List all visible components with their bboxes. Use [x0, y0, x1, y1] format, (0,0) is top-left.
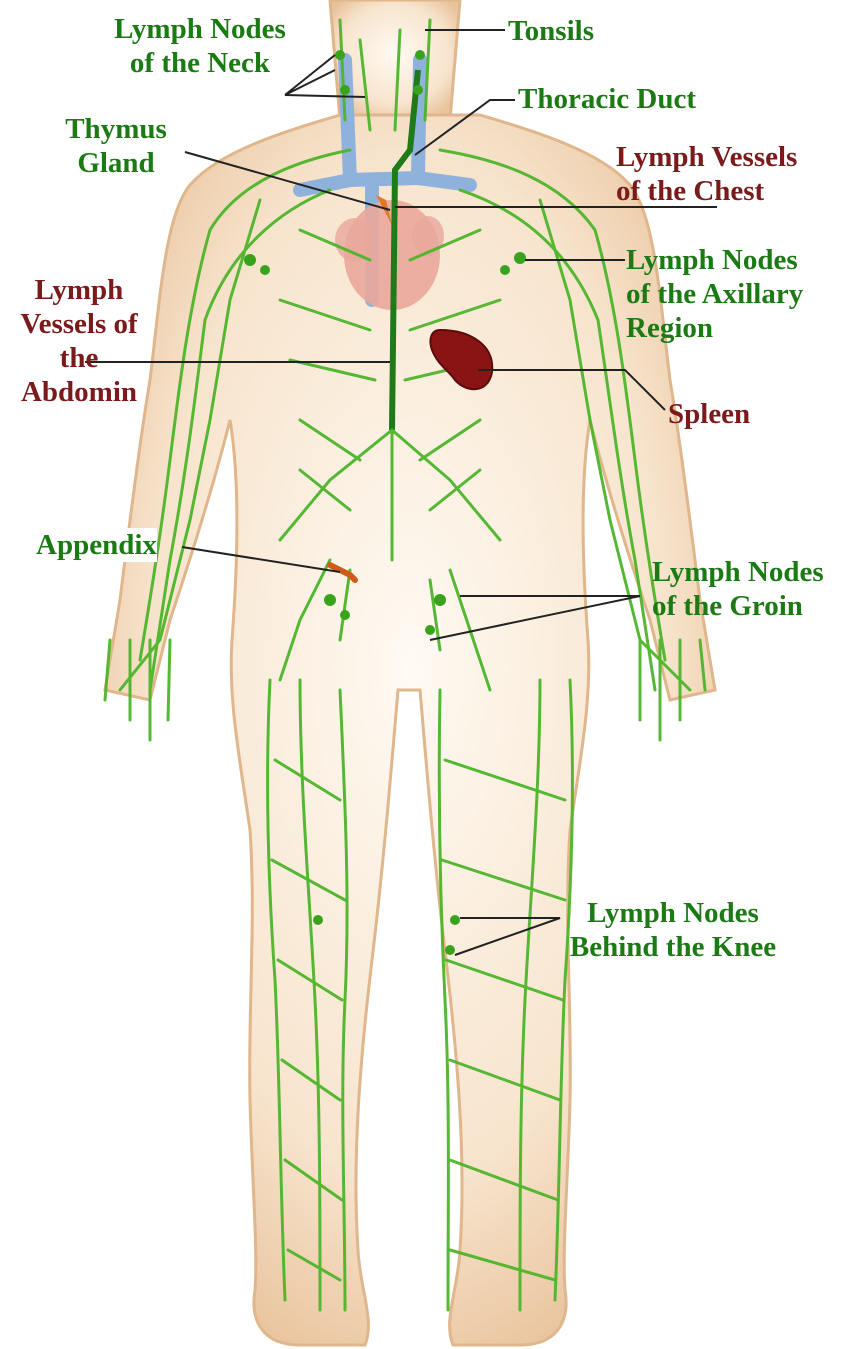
label-knee-nodes: Lymph Nodes Behind the Knee: [556, 896, 790, 964]
label-thymus-line2: Gland: [52, 146, 180, 180]
label-abdomen-line4: Abdomin: [4, 375, 154, 409]
label-abdomen-line1: Lymph: [4, 273, 154, 307]
label-groin-line2: of the Groin: [652, 589, 824, 623]
label-knee-line2: Behind the Knee: [556, 930, 790, 964]
label-groin-line1: Lymph Nodes: [652, 555, 824, 589]
label-tonsils-line1: Tonsils: [508, 15, 594, 47]
label-chest-vessels-line1: Lymph Vessels: [616, 140, 797, 174]
label-thymus: Thymus Gland: [52, 112, 180, 180]
label-axillary-line1: Lymph Nodes: [626, 243, 803, 277]
label-thymus-line1: Thymus: [52, 112, 180, 146]
label-chest-vessels: Lymph Vessels of the Chest: [616, 140, 797, 208]
label-appendix: Appendix: [36, 528, 157, 562]
label-axillary-nodes: Lymph Nodes of the Axillary Region: [626, 243, 803, 345]
label-appendix-line1: Appendix: [36, 529, 157, 561]
label-axillary-line3: Region: [626, 311, 803, 345]
label-chest-vessels-line2: of the Chest: [616, 174, 797, 208]
label-neck-nodes-line1: Lymph Nodes: [100, 12, 300, 46]
label-knee-line1: Lymph Nodes: [556, 896, 790, 930]
label-neck-nodes-line2: of the Neck: [100, 46, 300, 80]
label-abdomen-line3: the: [4, 341, 154, 375]
label-axillary-line2: of the Axillary: [626, 277, 803, 311]
label-thoracic-duct: Thoracic Duct: [518, 82, 696, 116]
label-neck-nodes: Lymph Nodes of the Neck: [100, 12, 300, 80]
label-groin-nodes: Lymph Nodes of the Groin: [652, 555, 824, 623]
label-abdomen-line2: Vessels of: [4, 307, 154, 341]
label-thoracic-duct-line1: Thoracic Duct: [518, 83, 696, 115]
label-abdomen-vessels: Lymph Vessels of the Abdomin: [4, 273, 154, 409]
label-spleen-line1: Spleen: [668, 398, 750, 430]
label-spleen: Spleen: [668, 397, 750, 431]
label-tonsils: Tonsils: [508, 14, 594, 48]
